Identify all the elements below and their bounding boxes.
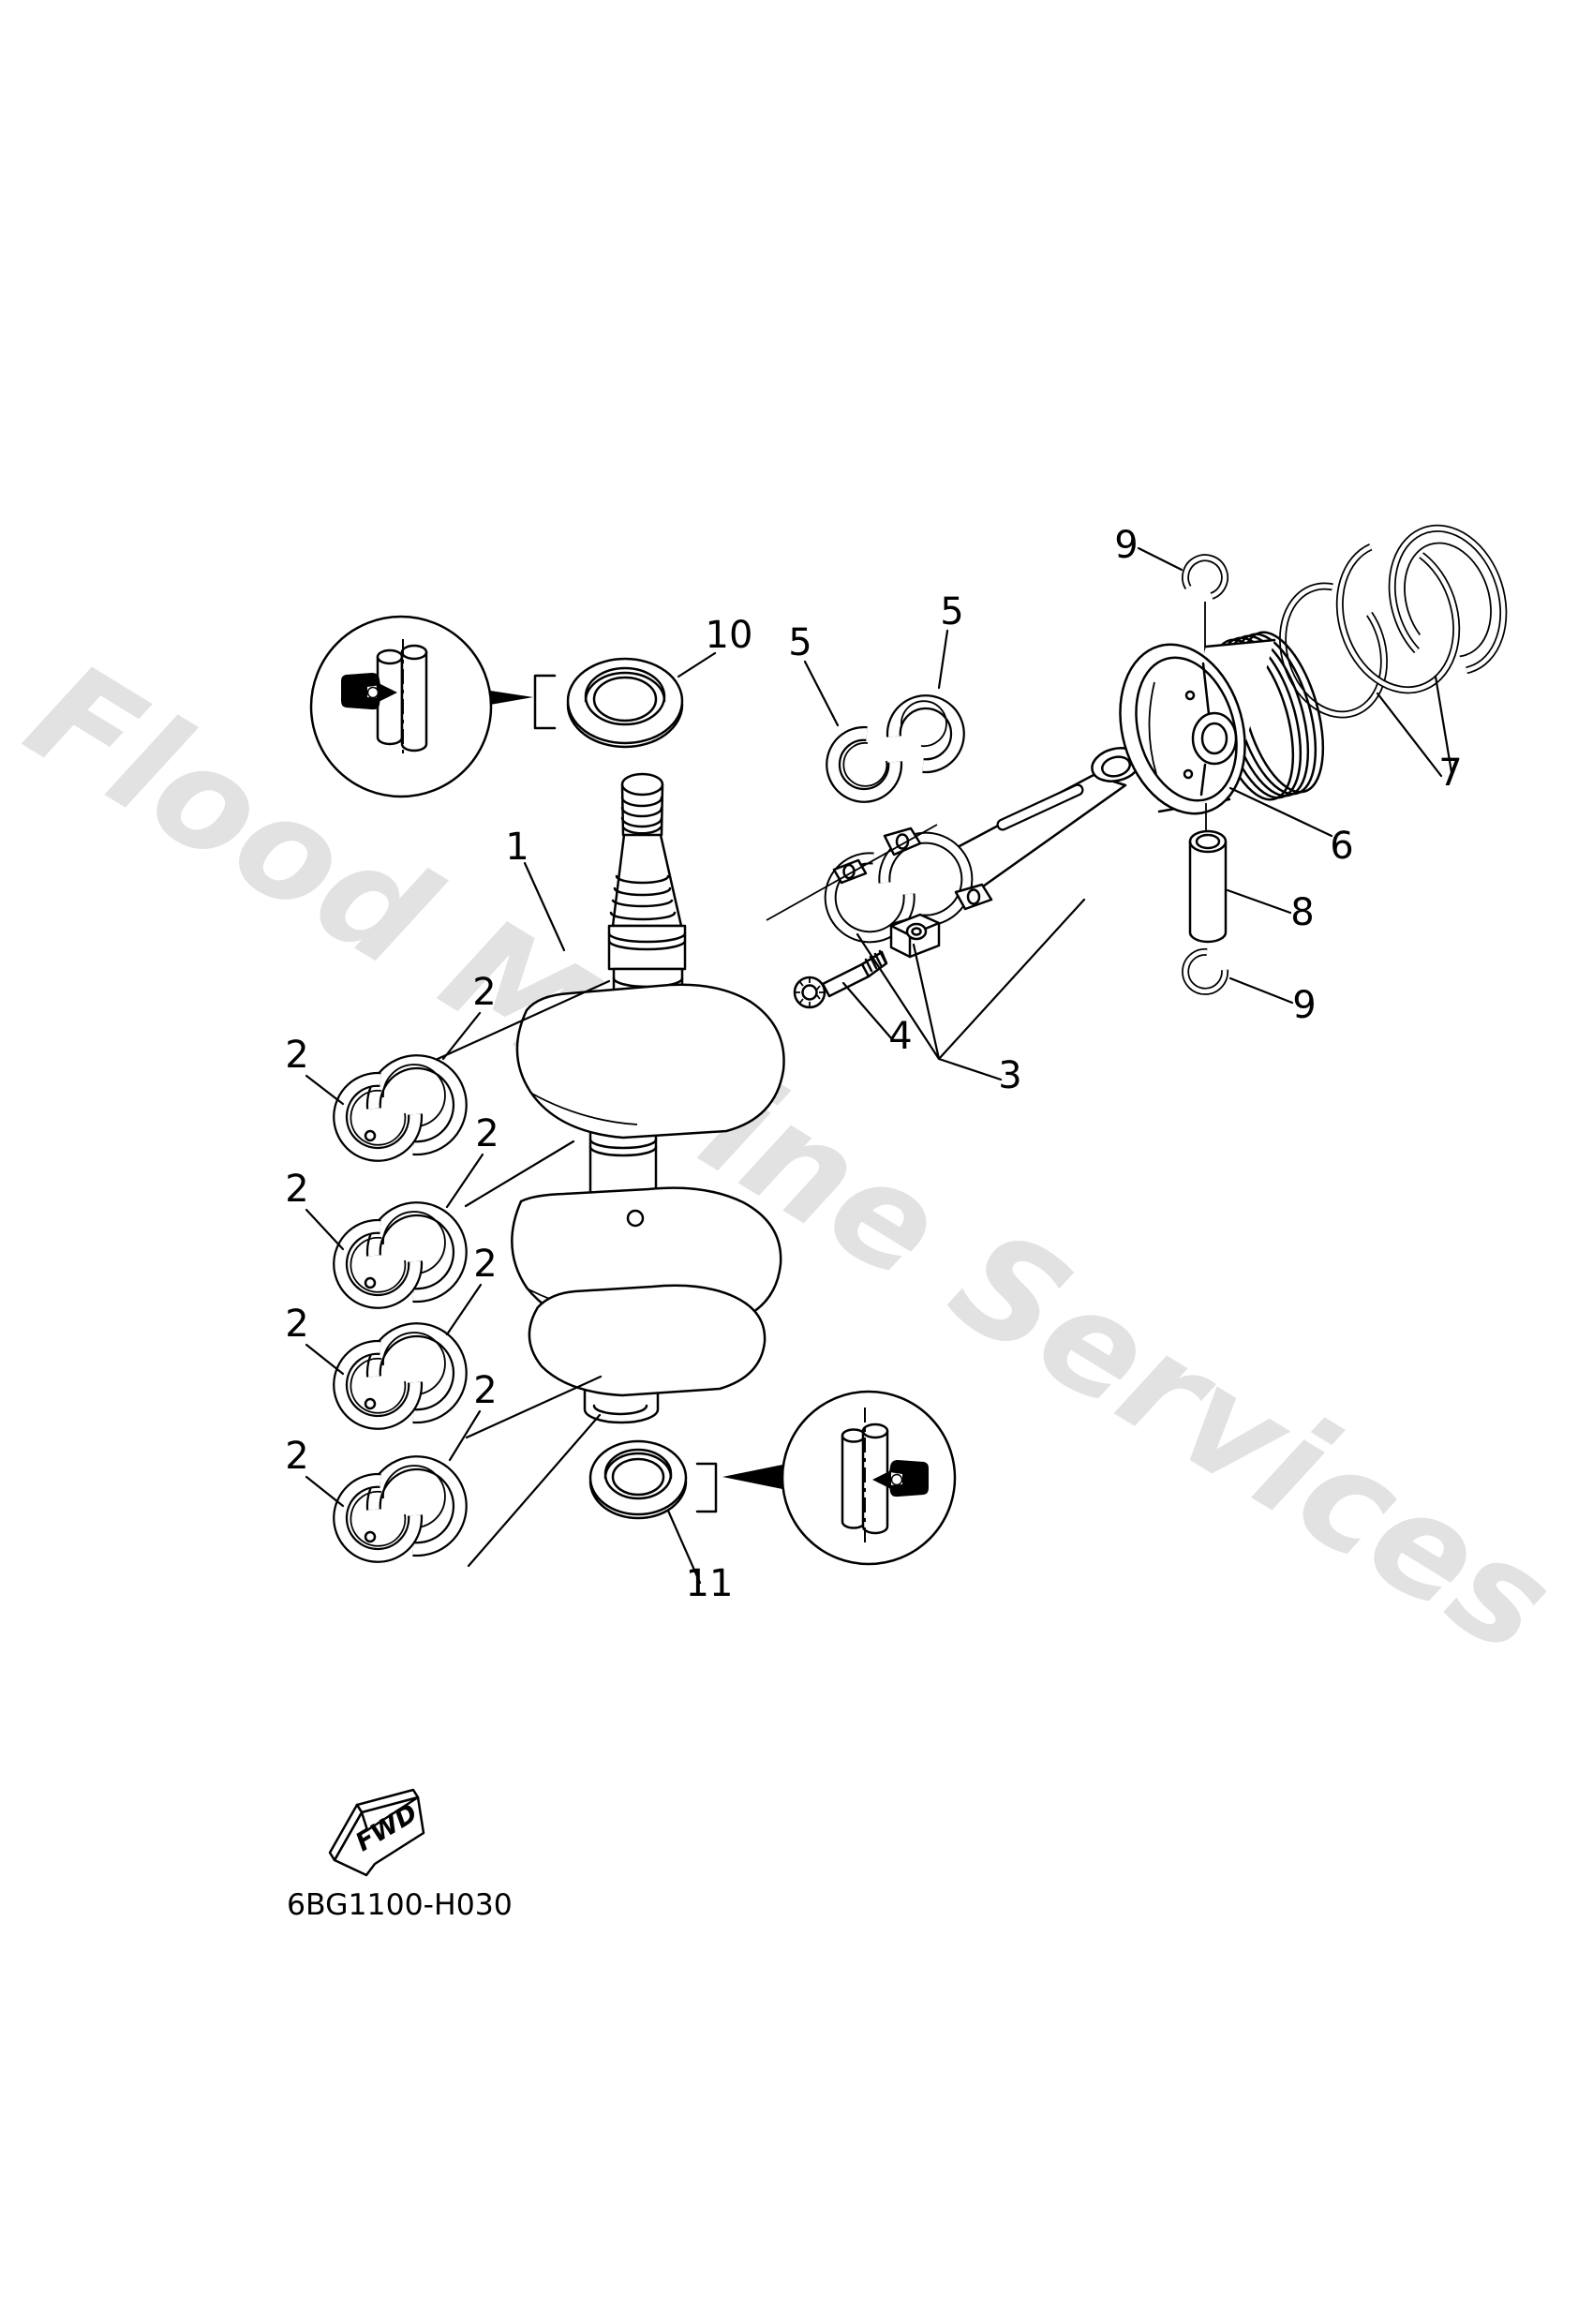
leader-line bbox=[305, 1475, 345, 1508]
compression-ring-2 bbox=[1335, 539, 1461, 694]
callout-1: 1 bbox=[505, 826, 528, 869]
callout-7: 7 bbox=[1438, 752, 1462, 795]
callout-2-right-1: 2 bbox=[472, 971, 496, 1014]
leader-line bbox=[937, 629, 949, 690]
callout-2-right-3: 2 bbox=[473, 1243, 497, 1286]
crankshaft-drawing bbox=[511, 772, 785, 1424]
leader-line bbox=[445, 1153, 484, 1209]
bolt-axis-line bbox=[766, 824, 938, 921]
callout-6: 6 bbox=[1330, 825, 1353, 868]
rod-bearing-block bbox=[889, 913, 941, 959]
oil-seal-lower bbox=[588, 1439, 688, 1520]
callout-2-left-4: 2 bbox=[285, 1435, 308, 1478]
callout-10: 10 bbox=[706, 614, 753, 657]
main-bearing-pairs bbox=[333, 1054, 468, 1563]
callout-2-left-2: 2 bbox=[285, 1168, 308, 1211]
leader-line bbox=[305, 1074, 345, 1106]
leader-line bbox=[1376, 675, 1453, 778]
piston-pin-clip-top bbox=[1182, 554, 1228, 600]
main-bearing-pair-3 bbox=[333, 1322, 468, 1430]
leader-line bbox=[523, 861, 566, 952]
callout-4: 4 bbox=[888, 1015, 912, 1058]
seal-width-bracket-top bbox=[533, 674, 557, 730]
rod-bolt-drawing bbox=[793, 949, 888, 1009]
callout-2-left-1: 2 bbox=[285, 1034, 308, 1077]
main-bearing-pair-2 bbox=[333, 1201, 468, 1309]
leader-line bbox=[441, 1011, 482, 1061]
leader-line bbox=[445, 1283, 483, 1336]
magnifier-arrow-top bbox=[490, 691, 533, 705]
leader-line bbox=[1228, 786, 1333, 838]
pin-cylinders-top bbox=[376, 644, 428, 752]
compression-ring-1 bbox=[1279, 582, 1388, 719]
detail-circle-top bbox=[309, 615, 493, 798]
leader-line bbox=[677, 651, 717, 678]
leader-line bbox=[305, 1343, 345, 1376]
seal-lip-glyph-bottom bbox=[872, 1460, 929, 1497]
piston-drawing bbox=[1119, 631, 1325, 815]
seal-width-bracket-bottom bbox=[695, 1462, 718, 1513]
watermark-text: Flood Marine Services bbox=[1, 632, 1578, 1686]
leader-line bbox=[666, 1509, 702, 1585]
callout-11: 11 bbox=[686, 1562, 734, 1605]
seal-lip-glyph-top bbox=[341, 673, 397, 710]
pin-cylinders-bottom bbox=[841, 1423, 889, 1535]
callout-2-left-3: 2 bbox=[285, 1303, 308, 1346]
oil-seal-upper bbox=[566, 657, 684, 749]
callout-3: 3 bbox=[998, 1054, 1021, 1097]
leader-line bbox=[1226, 888, 1292, 915]
callout-8: 8 bbox=[1290, 891, 1314, 934]
callout-5-left: 5 bbox=[788, 621, 811, 664]
callout-9-top: 9 bbox=[1114, 524, 1138, 567]
detail-circle-bottom bbox=[781, 1390, 957, 1566]
detail-circle-bottom-outline bbox=[781, 1390, 957, 1566]
main-bearing-pair-1 bbox=[333, 1054, 468, 1162]
leader-line bbox=[448, 1409, 482, 1462]
detail-circle-top-outline bbox=[309, 615, 493, 798]
callout-9-bottom: 9 bbox=[1292, 984, 1316, 1027]
callout-2-right-4: 2 bbox=[473, 1369, 497, 1412]
leader-line bbox=[841, 981, 894, 1041]
piston-pin-drawing bbox=[1188, 829, 1228, 944]
magnifier-arrow-bottom bbox=[722, 1465, 782, 1489]
main-bearing-pair-4 bbox=[333, 1455, 468, 1563]
leader-line bbox=[1228, 976, 1294, 1005]
fwd-arrow-icon: FWD bbox=[328, 1788, 425, 1877]
callout-5-right: 5 bbox=[940, 590, 963, 633]
piston-ring-set bbox=[1279, 524, 1508, 719]
leader-line bbox=[1137, 546, 1184, 572]
rod-bearing-shells bbox=[826, 694, 965, 803]
oil-control-ring bbox=[1388, 524, 1508, 676]
connecting-rod-drawing bbox=[878, 747, 1141, 927]
bearing-journal-lines bbox=[436, 979, 611, 1568]
piston-pin-clip-bottom bbox=[1182, 947, 1229, 995]
callout-2-right-2: 2 bbox=[475, 1112, 499, 1155]
leader-line bbox=[305, 1208, 345, 1251]
drawing-code: 6BG1100-H030 bbox=[287, 1888, 513, 1922]
leader-line bbox=[856, 898, 1086, 1081]
leader-line bbox=[803, 660, 840, 727]
